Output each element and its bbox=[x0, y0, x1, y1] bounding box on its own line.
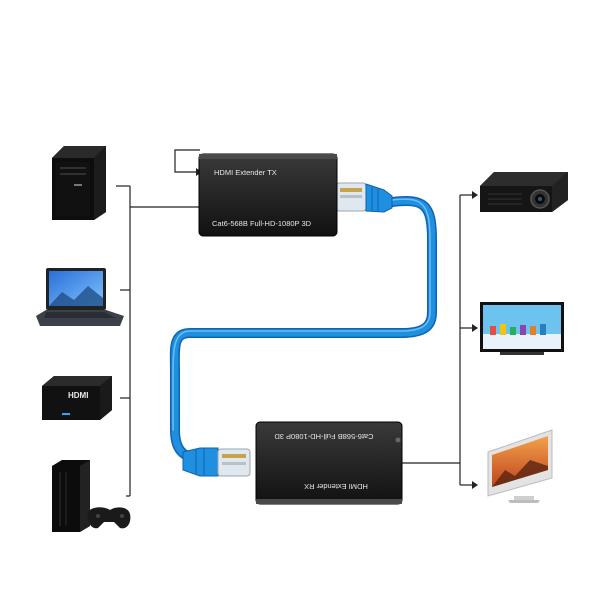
hdmi-extender-rx-unit: Cat6-568B Full-HD-1080P 3D HDMI Extender… bbox=[255, 421, 403, 505]
tx-unit-spec: Cat6-568B Full-HD-1080P 3D bbox=[212, 219, 312, 228]
set-top-box-icon: HDMI bbox=[42, 376, 112, 420]
sink-connector-lines bbox=[402, 194, 472, 486]
hdmi-extender-tx-unit: HDMI Extender TX Cat6-568B Full-HD-1080P… bbox=[198, 153, 338, 237]
rj45-plug-rx bbox=[182, 447, 251, 477]
tx-unit-title: HDMI Extender TX bbox=[214, 168, 277, 177]
rx-unit-title: HDMI Extender RX bbox=[304, 482, 368, 491]
rj45-plug-tx bbox=[335, 182, 393, 213]
sink-arrow-projector bbox=[472, 191, 478, 199]
source-connector-lines bbox=[116, 149, 202, 497]
laptop-icon bbox=[36, 268, 124, 326]
sink-arrow-monitor bbox=[472, 481, 478, 489]
desktop-pc-icon bbox=[52, 146, 106, 220]
ethernet-cable bbox=[169, 196, 437, 465]
rx-unit-spec: Cat6-568B Full-HD-1080P 3D bbox=[274, 432, 374, 441]
set-top-box-brand: HDMI bbox=[68, 391, 88, 400]
monitor-icon bbox=[487, 429, 553, 503]
sink-arrow-tv bbox=[472, 324, 478, 332]
projector-icon bbox=[480, 172, 568, 212]
tv-icon bbox=[480, 302, 564, 355]
game-console-icon bbox=[52, 460, 131, 532]
